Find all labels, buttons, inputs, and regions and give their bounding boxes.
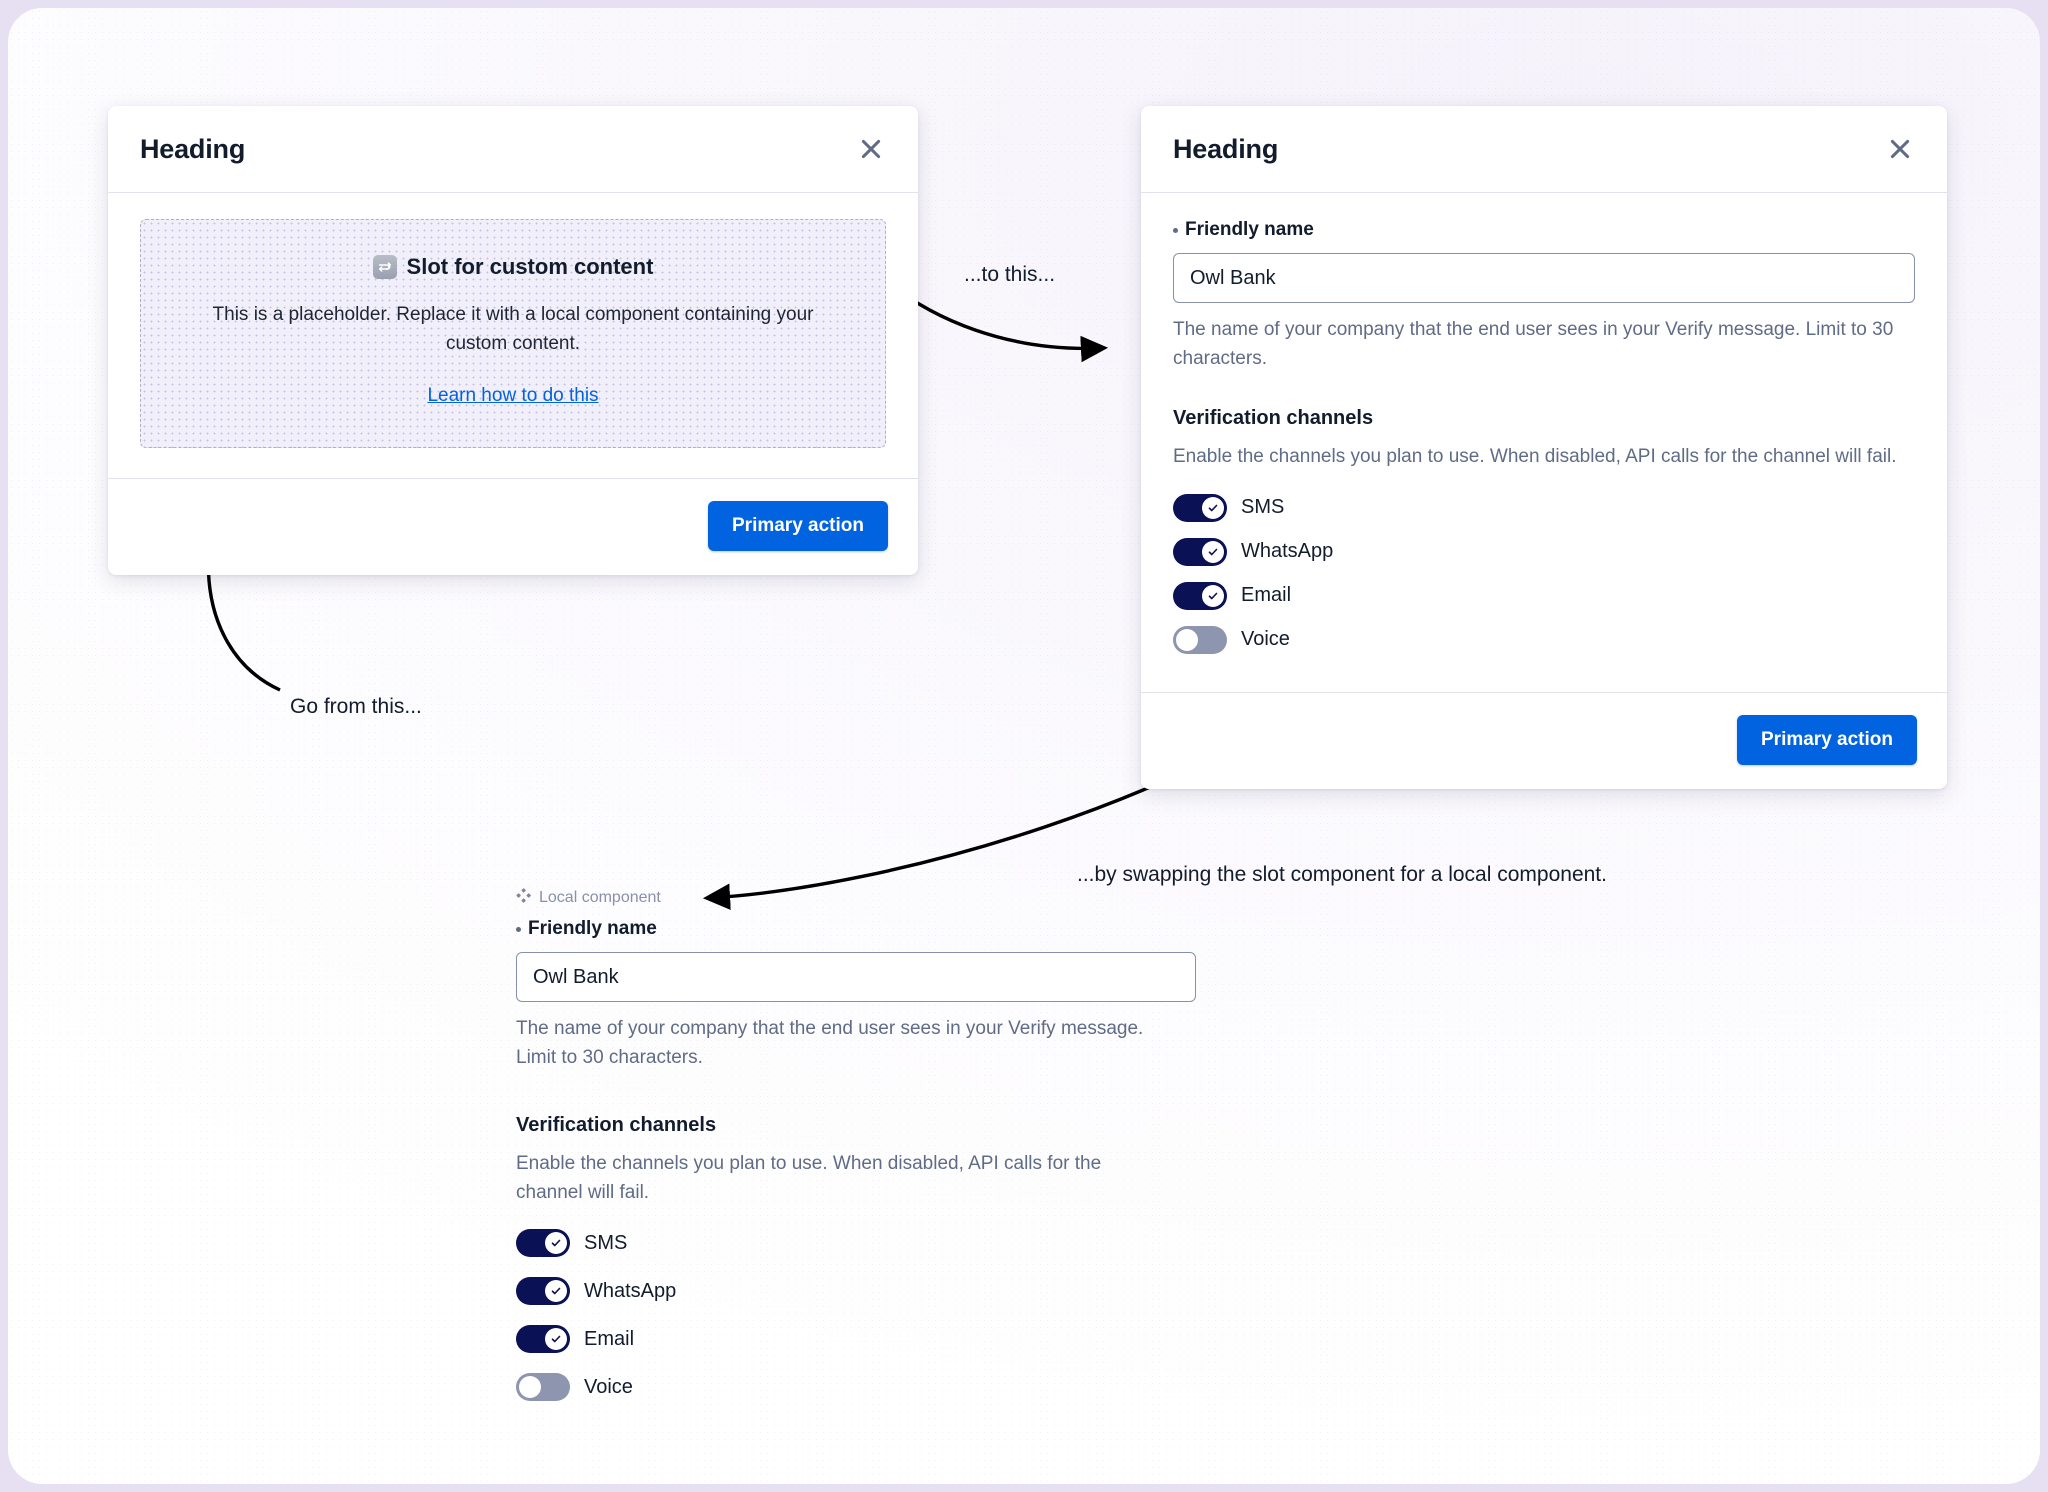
required-dot-icon (516, 926, 521, 932)
filled-modal-footer: Primary action (1141, 691, 1947, 789)
slot-modal-header: Heading (108, 106, 918, 193)
toggle-knob (545, 1280, 567, 1302)
close-icon-button[interactable] (854, 132, 888, 166)
channel-row: WhatsApp (1173, 537, 1915, 566)
channel-row: Voice (516, 1373, 1196, 1401)
channel-row: SMS (1173, 493, 1915, 522)
slot-description: This is a placeholder. Replace it with a… (212, 304, 814, 355)
toggle-whatsapp[interactable] (516, 1277, 570, 1305)
channel-label: WhatsApp (1241, 540, 1334, 562)
slot-title-row: Slot for custom content (181, 254, 845, 280)
toggle-email[interactable] (1173, 581, 1227, 610)
toggle-sms[interactable] (516, 1229, 570, 1257)
friendly-name-input[interactable] (1173, 253, 1915, 303)
channel-row: Email (1173, 581, 1915, 610)
friendly-name-label: Friendly name (528, 918, 657, 939)
close-icon (858, 136, 884, 162)
learn-how-link[interactable]: Learn how to do this (427, 384, 599, 406)
annotation-to-this: ...to this... (964, 263, 1056, 286)
channel-label: SMS (1241, 496, 1285, 518)
design-canvas: Heading (8, 8, 2040, 1484)
channel-label: Email (1241, 584, 1292, 606)
friendly-name-label: Friendly name (1185, 219, 1314, 240)
verification-channels-list: SMS WhatsApp Email (516, 1229, 1196, 1401)
friendly-name-help-text: The name of your company that the end us… (1173, 319, 1894, 369)
required-dot-icon (1173, 227, 1178, 233)
slot-modal-footer: Primary action (108, 477, 918, 575)
annotation-by-swapping: ...by swapping the slot component for a … (1077, 863, 1607, 886)
toggle-voice[interactable] (1173, 625, 1227, 654)
local-component-badge: Local component (516, 888, 1196, 908)
channel-row: SMS (516, 1229, 1196, 1257)
primary-action-button[interactable]: Primary action (708, 500, 888, 551)
toggle-knob (1202, 496, 1224, 519)
toggle-email[interactable] (516, 1325, 570, 1353)
slot-modal-title: Heading (140, 133, 246, 164)
toggle-knob (519, 1376, 541, 1398)
component-diamond-icon (516, 888, 531, 908)
channel-label: SMS (584, 1231, 628, 1254)
toggle-voice[interactable] (516, 1373, 570, 1401)
toggle-whatsapp[interactable] (1173, 537, 1227, 566)
channel-row: WhatsApp (516, 1277, 1196, 1305)
verification-channels-description: Enable the channels you plan to use. Whe… (516, 1153, 1102, 1203)
annotation-go-from-this: Go from this... (290, 695, 422, 718)
channel-label: Voice (1241, 628, 1290, 650)
local-component-block: Local component Friendly name The name o… (516, 888, 1196, 1401)
toggle-knob (1176, 628, 1198, 651)
filled-modal: Heading Friendly name The name of your c… (1141, 106, 1947, 789)
slot-title: Slot for custom content (406, 254, 654, 279)
filled-modal-body: Friendly name The name of your company t… (1141, 193, 1947, 692)
verification-channels-title: Verification channels (1173, 407, 1374, 429)
filled-modal-header: Heading (1141, 106, 1947, 193)
channel-row: Email (516, 1325, 1196, 1353)
friendly-name-label-row: Friendly name (516, 918, 1196, 940)
channel-label: WhatsApp (584, 1279, 677, 1302)
toggle-knob (545, 1328, 567, 1350)
friendly-name-help-text: The name of your company that the end us… (516, 1018, 1144, 1068)
close-icon-button[interactable] (1883, 132, 1917, 166)
close-icon (1887, 136, 1913, 162)
verification-channels-description: Enable the channels you plan to use. Whe… (1173, 446, 1897, 467)
friendly-name-input[interactable] (516, 952, 1196, 1002)
toggle-knob (545, 1232, 567, 1254)
swap-arrows-icon (372, 255, 397, 279)
channel-label: Email (584, 1327, 635, 1350)
verification-channels-list: SMS WhatsApp Email (1173, 493, 1915, 654)
filled-modal-title: Heading (1173, 133, 1279, 164)
channel-row: Voice (1173, 625, 1915, 654)
verification-channels-title: Verification channels (516, 1114, 717, 1136)
toggle-sms[interactable] (1173, 493, 1227, 522)
local-component-badge-label: Local component (539, 889, 661, 906)
toggle-knob (1202, 540, 1224, 563)
slot-placeholder-box[interactable]: Slot for custom content This is a placeh… (140, 219, 886, 448)
channel-label: Voice (584, 1375, 633, 1398)
toggle-knob (1202, 584, 1224, 607)
slot-modal: Heading (108, 106, 918, 575)
slot-modal-body: Slot for custom content This is a placeh… (108, 193, 918, 478)
friendly-name-label-row: Friendly name (1173, 219, 1915, 241)
primary-action-button[interactable]: Primary action (1737, 714, 1917, 765)
